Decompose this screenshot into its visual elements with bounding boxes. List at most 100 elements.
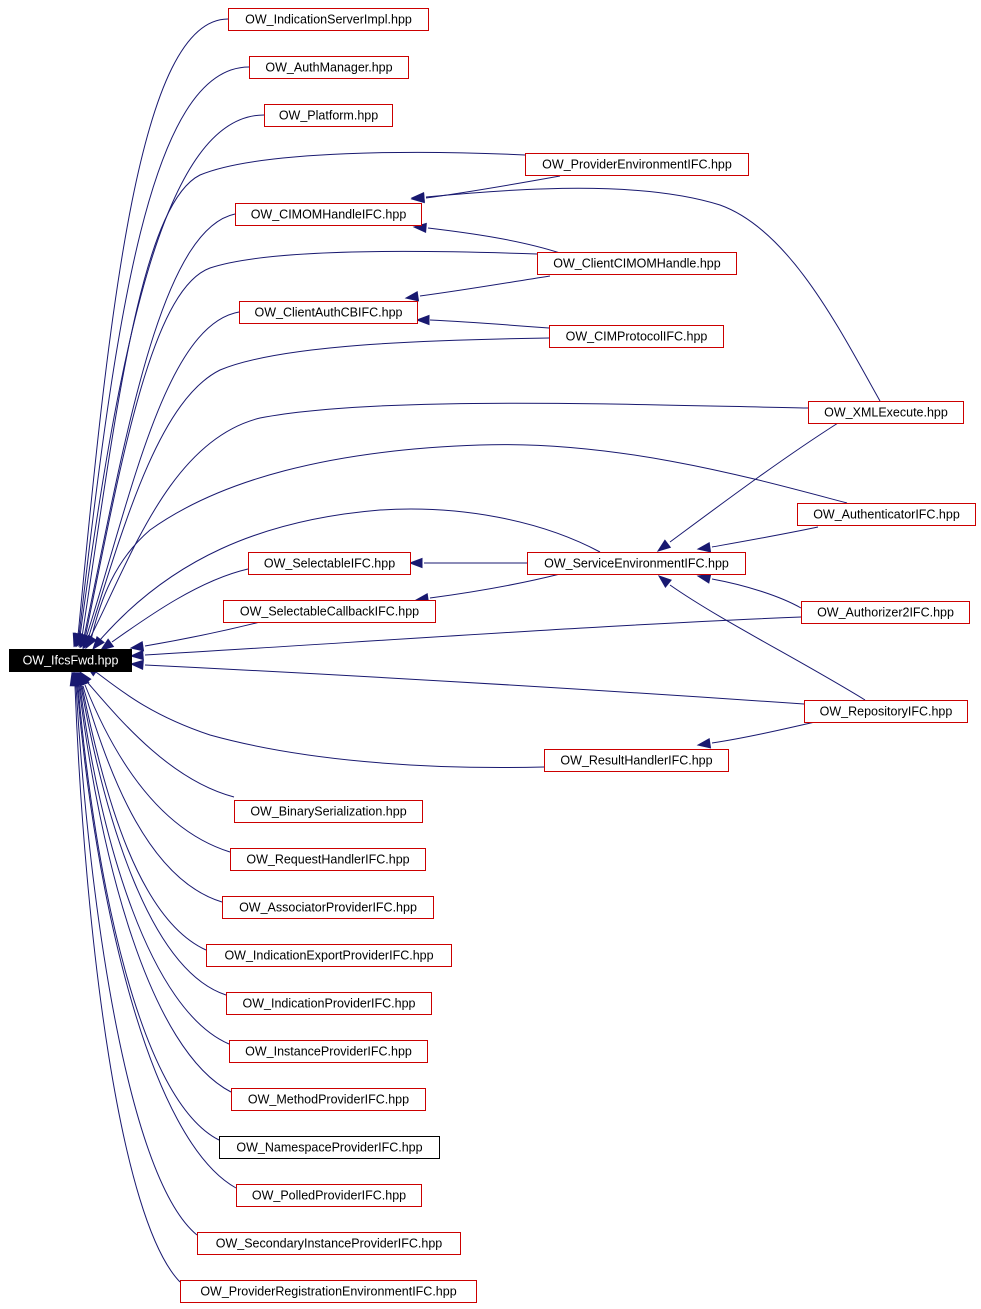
edge-xml-execute-to-cimom-handle-ifc — [410, 187, 881, 402]
edge-line — [111, 568, 249, 643]
node-box — [234, 800, 423, 823]
edge-client-auth-cb-ifc-to-root — [80, 311, 240, 649]
edge-line — [144, 621, 261, 647]
edge-line — [669, 584, 866, 701]
node-label: OW_NamespaceProviderIFC.hpp — [236, 1141, 422, 1155]
root-node: OW_IfcsFwd.hpp — [9, 649, 132, 672]
node-provider-environment-ifc[interactable]: OW_ProviderEnvironmentIFC.hpp — [525, 153, 749, 176]
node-repository-ifc[interactable]: OW_RepositoryIFC.hpp — [804, 700, 968, 723]
edge-repository-ifc-to-result-handler-ifc — [696, 721, 816, 749]
node-selectable-callback-ifc[interactable]: OW_SelectableCallbackIFC.hpp — [223, 600, 436, 623]
node-result-handler-ifc[interactable]: OW_ResultHandlerIFC.hpp — [544, 749, 729, 772]
edge-arrowhead — [408, 557, 423, 569]
node-box — [180, 1280, 477, 1303]
node-label: OW_RepositoryIFC.hpp — [820, 705, 953, 719]
node-box — [544, 749, 729, 772]
node-request-handler-ifc[interactable]: OW_RequestHandlerIFC.hpp — [230, 848, 426, 871]
edge-line — [78, 66, 250, 637]
node-box — [228, 8, 429, 31]
node-authenticator-ifc[interactable]: OW_AuthenticatorIFC.hpp — [797, 503, 976, 526]
edge-arrowhead — [415, 314, 430, 326]
node-indication-export-provider-ifc[interactable]: OW_IndicationExportProviderIFC.hpp — [206, 944, 452, 967]
edge-repository-ifc-to-root — [129, 659, 805, 705]
edge-indication-provider-ifc-to-root — [75, 671, 227, 996]
edge-service-environment-ifc-to-selectable-ifc — [408, 557, 527, 569]
node-authorizer2-ifc[interactable]: OW_Authorizer2IFC.hpp — [801, 601, 970, 624]
node-box — [229, 1040, 428, 1063]
node-polled-provider-ifc[interactable]: OW_PolledProviderIFC.hpp — [236, 1184, 422, 1207]
edge-xml-execute-to-service-environment-ifc — [656, 422, 839, 552]
node-box — [549, 325, 724, 348]
node-box — [236, 1184, 422, 1207]
edge-line — [84, 684, 231, 853]
node-box — [239, 301, 418, 324]
edge-line — [77, 685, 220, 1141]
node-secondary-instance-provider-ifc[interactable]: OW_SecondaryInstanceProviderIFC.hpp — [197, 1232, 461, 1255]
edge-authenticator-ifc-to-root — [85, 444, 848, 650]
node-label: OW_PolledProviderIFC.hpp — [252, 1189, 406, 1203]
edge-line — [425, 187, 881, 402]
node-box — [804, 700, 968, 723]
node-indication-provider-ifc[interactable]: OW_IndicationProviderIFC.hpp — [226, 992, 432, 1015]
node-xml-execute[interactable]: OW_XMLExecute.hpp — [808, 401, 964, 424]
edge-line — [419, 275, 551, 297]
node-box — [230, 848, 426, 871]
node-client-auth-cb-ifc[interactable]: OW_ClientAuthCBIFC.hpp — [239, 301, 418, 324]
edge-line — [85, 311, 240, 639]
edge-arrowhead — [92, 635, 105, 651]
edge-line — [75, 685, 198, 1236]
edge-authorizer2-ifc-to-service-environment-ifc — [696, 573, 802, 609]
edge-line — [87, 682, 235, 798]
edge-line — [79, 685, 230, 1045]
edge-platform-to-root — [74, 114, 265, 648]
node-label: OW_SecondaryInstanceProviderIFC.hpp — [216, 1237, 443, 1251]
node-box — [219, 1136, 440, 1159]
edge-client-cimom-handle-to-cimom-handle-ifc — [412, 222, 561, 254]
edge-service-environment-ifc-to-root — [92, 508, 601, 651]
node-namespace-provider-ifc[interactable]: OW_NamespaceProviderIFC.hpp — [219, 1136, 440, 1159]
node-cimom-handle-ifc[interactable]: OW_CIMOMHandleIFC.hpp — [235, 203, 422, 226]
node-instance-provider-ifc[interactable]: OW_InstanceProviderIFC.hpp — [229, 1040, 428, 1063]
node-label: OW_SelectableCallbackIFC.hpp — [240, 605, 419, 619]
node-label: OW_ServiceEnvironmentIFC.hpp — [544, 557, 729, 571]
node-client-cimom-handle[interactable]: OW_ClientCIMOMHandle.hpp — [537, 252, 737, 275]
node-box — [9, 649, 132, 672]
node-label: OW_AuthenticatorIFC.hpp — [813, 508, 960, 522]
node-label: OW_Authorizer2IFC.hpp — [817, 606, 954, 620]
node-box — [248, 552, 411, 575]
node-cim-protocol-ifc[interactable]: OW_CIMProtocolIFC.hpp — [549, 325, 724, 348]
node-service-environment-ifc[interactable]: OW_ServiceEnvironmentIFC.hpp — [527, 552, 746, 575]
node-box — [264, 104, 393, 127]
node-label: OW_Platform.hpp — [279, 109, 378, 123]
edge-authenticator-ifc-to-service-environment-ifc — [696, 526, 819, 553]
edge-line — [429, 319, 550, 329]
edge-line — [78, 685, 232, 1093]
node-label: OW_SelectableIFC.hpp — [264, 557, 395, 571]
edge-line — [144, 616, 802, 656]
node-selectable-ifc[interactable]: OW_SelectableIFC.hpp — [248, 552, 411, 575]
node-binary-serialization[interactable]: OW_BinarySerialization.hpp — [234, 800, 423, 823]
node-auth-manager[interactable]: OW_AuthManager.hpp — [249, 56, 409, 79]
edge-arrowhead — [657, 575, 672, 588]
edge-client-cimom-handle-to-client-auth-cb-ifc — [404, 275, 551, 302]
node-box — [537, 252, 737, 275]
edge-line — [82, 685, 223, 903]
node-indication-server-impl[interactable]: OW_IndicationServerImpl.hpp — [228, 8, 429, 31]
node-box — [527, 552, 746, 575]
edge-arrowhead — [696, 542, 712, 553]
node-platform[interactable]: OW_Platform.hpp — [264, 104, 393, 127]
node-box — [525, 153, 749, 176]
edge-repository-ifc-to-service-environment-ifc — [657, 575, 866, 701]
node-label: OW_ProviderEnvironmentIFC.hpp — [542, 158, 732, 172]
node-associator-provider-ifc[interactable]: OW_AssociatorProviderIFC.hpp — [222, 896, 434, 919]
edge-arrowhead — [696, 573, 712, 584]
node-method-provider-ifc[interactable]: OW_MethodProviderIFC.hpp — [231, 1088, 426, 1111]
node-label: OW_ClientAuthCBIFC.hpp — [255, 306, 403, 320]
edge-arrowhead — [696, 738, 712, 749]
edge-line — [88, 402, 809, 641]
node-provider-registration-environment-ifc[interactable]: OW_ProviderRegistrationEnvironmentIFC.hp… — [180, 1280, 477, 1303]
edge-line — [711, 721, 816, 744]
edge-arrowhead — [129, 649, 144, 661]
edge-line — [79, 114, 265, 637]
